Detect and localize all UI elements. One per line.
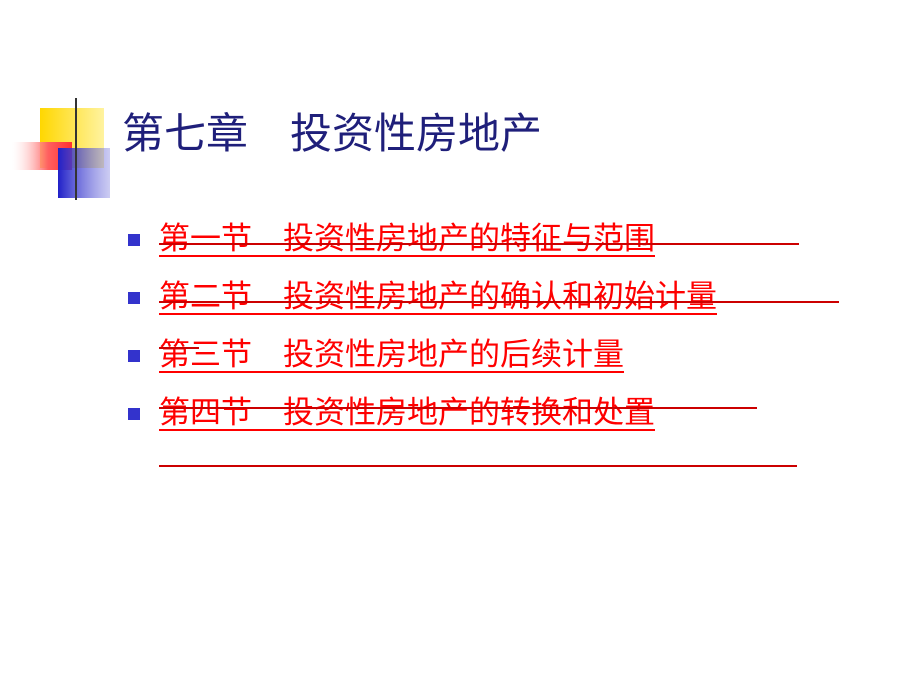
- decorative-corner-graphic: [12, 98, 860, 200]
- strike-line-2a: [159, 301, 839, 303]
- square-bullet-icon: [128, 292, 140, 304]
- square-bullet-icon: [128, 350, 140, 362]
- square-bullet-icon: [128, 234, 140, 246]
- section-link-1[interactable]: 第一节 投资性房地产的特征与范围: [159, 221, 655, 257]
- slide-title: 第七章 投资性房地产: [122, 109, 543, 158]
- chapter-section-list: 第一节 投资性房地产的特征与范围 第二节 投资性房地产的确认和初始计量 第三节 …: [126, 212, 856, 444]
- strike-line-1: [159, 243, 799, 245]
- strike-line-4: [159, 465, 797, 467]
- list-item: 第三节 投资性房地产的后续计量: [126, 328, 856, 382]
- strike-line-3: [159, 407, 757, 409]
- list-item: 第四节 投资性房地产的转换和处置: [126, 386, 856, 440]
- blue-square: [58, 148, 110, 198]
- section-link-4[interactable]: 第四节 投资性房地产的转换和处置: [159, 395, 655, 431]
- square-bullet-icon: [128, 408, 140, 420]
- section-link-2[interactable]: 第二节 投资性房地产的确认和初始计量: [159, 279, 717, 315]
- strike-line-2b: [159, 347, 199, 349]
- list-item: 第二节 投资性房地产的确认和初始计量: [126, 270, 856, 324]
- section-link-3[interactable]: 第三节 投资性房地产的后续计量: [159, 337, 624, 373]
- list-item: 第一节 投资性房地产的特征与范围: [126, 212, 856, 266]
